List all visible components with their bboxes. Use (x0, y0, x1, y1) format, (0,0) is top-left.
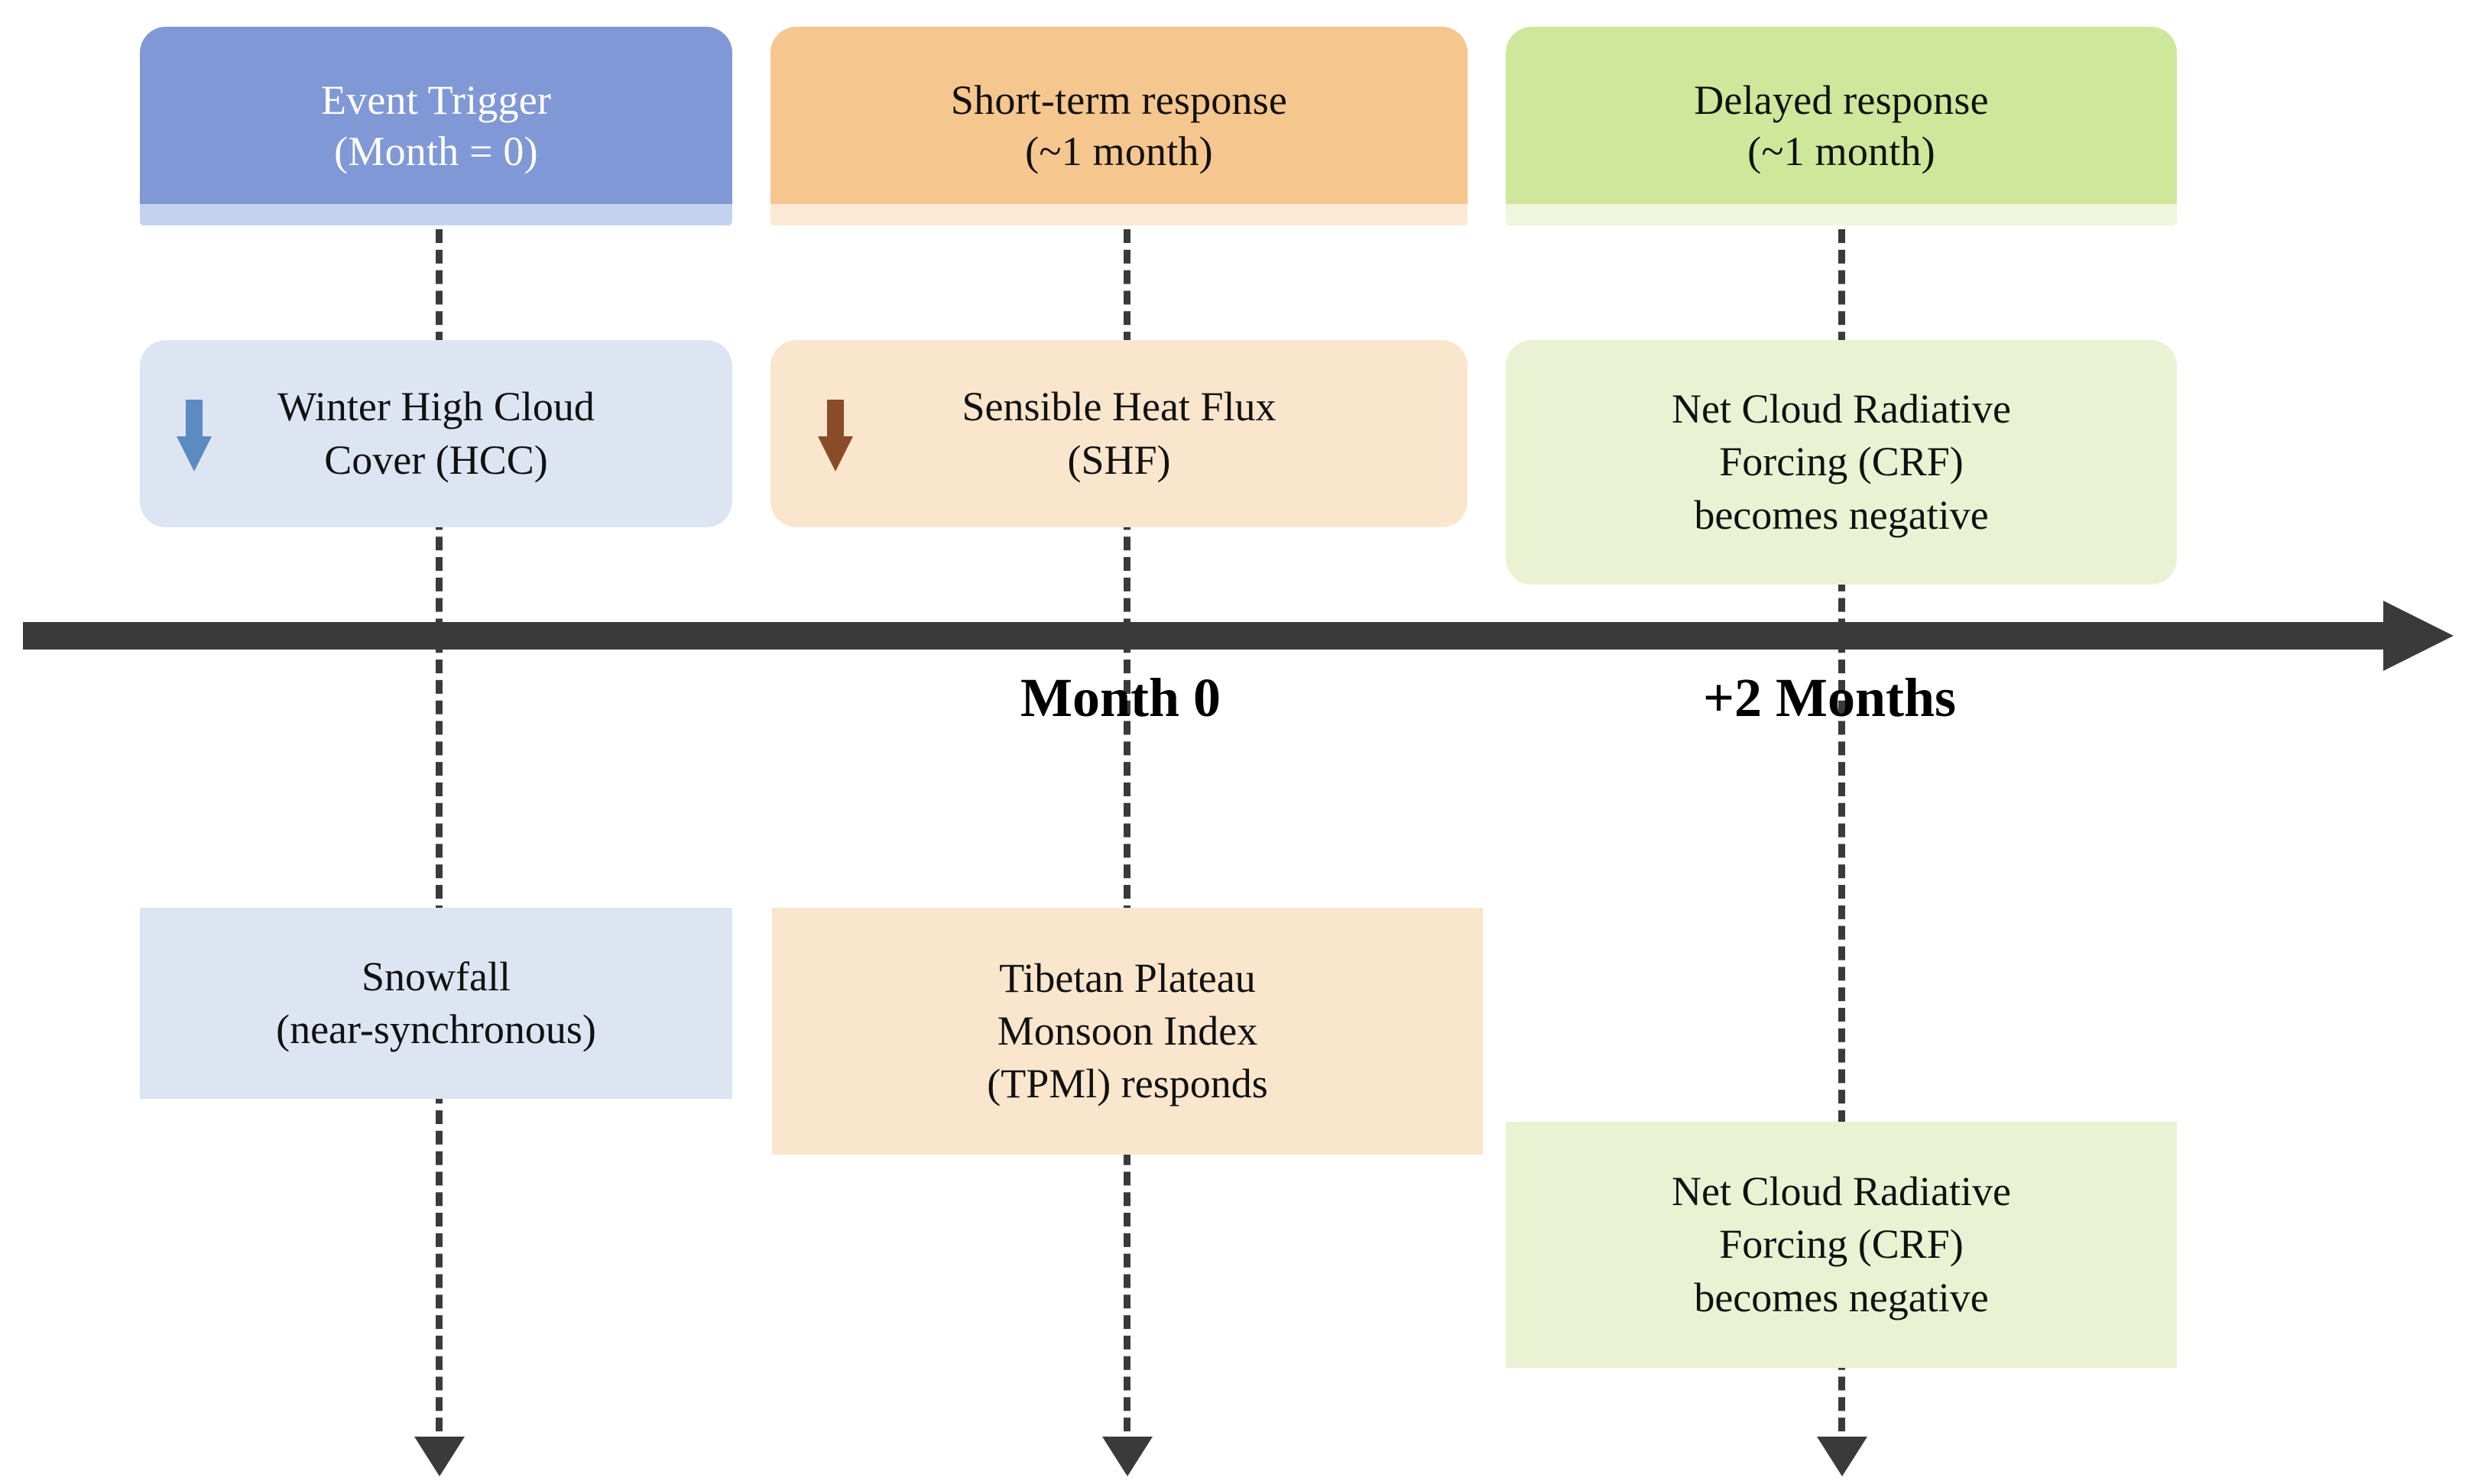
bottom-box-snowfall: Snowfall (near-synchronous) (140, 908, 732, 1099)
dashed-connector-column-1 (436, 229, 443, 1452)
middle-line-1: Net Cloud Radiative (1672, 386, 2011, 433)
dashed-arrowhead-column-2 (1102, 1437, 1153, 1476)
middle-line-3: becomes negative (1694, 491, 1989, 538)
bottom-line-3: becomes negative (1694, 1274, 1989, 1320)
bottom-box-net-cloud-radiative-forcing: Net Cloud Radiative Forcing (CRF) become… (1506, 1122, 2177, 1368)
header-line-1: Delayed response (1694, 76, 1989, 123)
header-strip (770, 204, 1468, 225)
bottom-box-tibetan-plateau-monsoon-index: Tibetan Plateau Monsoon Index (TPMl) res… (772, 908, 1483, 1155)
bottom-line-2: Monsoon Index (997, 1007, 1258, 1054)
time-axis-line (23, 622, 2385, 650)
dashed-arrowhead-column-3 (1817, 1437, 1867, 1476)
header-strip (140, 204, 732, 225)
header-line-1: Event Trigger (320, 76, 552, 123)
dashed-connector-column-2 (1124, 229, 1130, 1452)
down-arrow-icon-blue (177, 400, 212, 471)
header-box-short-term-response: Short-term response (~1 month) (770, 27, 1468, 225)
tick-label-plus-2-months: +2 Months (1703, 667, 1957, 728)
middle-line-2: (SHF) (1067, 436, 1171, 483)
time-axis-arrowhead (2383, 601, 2454, 671)
bottom-line-1: Tibetan Plateau (999, 954, 1256, 1001)
tick-label-month-0: Month 0 (1020, 667, 1221, 728)
dashed-connector-column-3 (1838, 229, 1845, 1452)
middle-line-1: Sensible Heat Flux (962, 384, 1276, 430)
middle-line-2: Forcing (CRF) (1719, 439, 1964, 485)
down-arrow-icon-brown (818, 400, 853, 471)
bottom-line-1: Net Cloud Radiative (1672, 1168, 2011, 1215)
middle-line-2: Cover (HCC) (324, 436, 548, 483)
middle-line-1: Winter High Cloud (277, 384, 595, 430)
header-line-2: (~1 month) (1025, 128, 1213, 174)
bottom-line-1: Snowfall (362, 953, 511, 1000)
middle-box-winter-high-cloud-cover: Winter High Cloud Cover (HCC) (140, 340, 732, 527)
header-line-2: (~1 month) (1747, 128, 1935, 174)
bottom-line-2: Forcing (CRF) (1719, 1221, 1964, 1268)
header-box-event-trigger: Event Trigger (Month = 0) (140, 27, 732, 225)
dashed-arrowhead-column-1 (414, 1437, 465, 1476)
header-strip (1506, 204, 2177, 225)
bottom-line-3: (TPMl) responds (987, 1061, 1268, 1107)
header-line-1: Short-term response (950, 76, 1288, 123)
header-box-delayed-response: Delayed response (~1 month) (1506, 27, 2177, 225)
bottom-line-2: (near-synchronous) (276, 1006, 596, 1052)
middle-box-sensible-heat-flux: Sensible Heat Flux (SHF) (770, 340, 1468, 527)
header-line-2: (Month = 0) (334, 128, 538, 174)
middle-box-net-cloud-radiative-forcing: Net Cloud Radiative Forcing (CRF) become… (1506, 340, 2177, 585)
